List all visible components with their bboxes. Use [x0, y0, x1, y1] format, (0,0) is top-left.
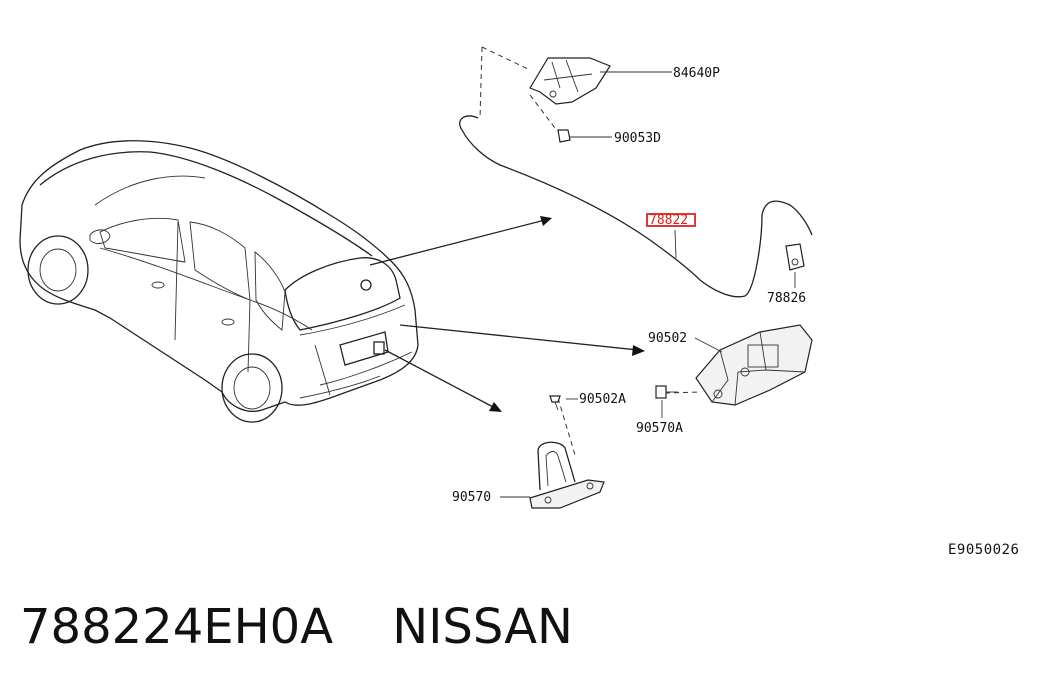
callout-arrows — [369, 216, 645, 412]
part-labels: 84640P 90053D 78822 78826 90502 90502A 9… — [452, 66, 806, 505]
striker-part — [500, 441, 605, 509]
label-90570[interactable]: 90570 — [452, 490, 491, 505]
vehicle-illustration — [19, 140, 419, 423]
connector-part — [785, 243, 805, 288]
screw-part — [549, 395, 578, 411]
latch-actuator-part — [694, 324, 813, 406]
footer-part-number: 788224EH0A — [20, 599, 334, 655]
highlight-box — [646, 213, 696, 227]
label-84640P[interactable]: 84640P — [673, 66, 720, 81]
footer-brand: NISSAN — [392, 599, 573, 655]
bracket-part — [529, 57, 672, 105]
label-90502[interactable]: 90502 — [648, 331, 687, 346]
dashed-guides — [479, 46, 701, 456]
label-78822[interactable]: 78822 — [649, 213, 688, 228]
parts-diagram: 84640P 90053D 78822 78826 90502 90502A 9… — [19, 46, 813, 509]
bolt-part — [655, 385, 678, 418]
label-90502A[interactable]: 90502A — [579, 392, 626, 407]
label-90053D[interactable]: 90053D — [614, 131, 661, 146]
label-78826[interactable]: 78826 — [767, 291, 806, 306]
cable-part — [459, 115, 813, 298]
label-90570A[interactable]: 90570A — [636, 421, 683, 436]
footer: 788224EH0A NISSAN — [20, 596, 573, 658]
diagram-reference-code: E9050026 — [948, 542, 1020, 558]
clip-part — [557, 129, 612, 143]
